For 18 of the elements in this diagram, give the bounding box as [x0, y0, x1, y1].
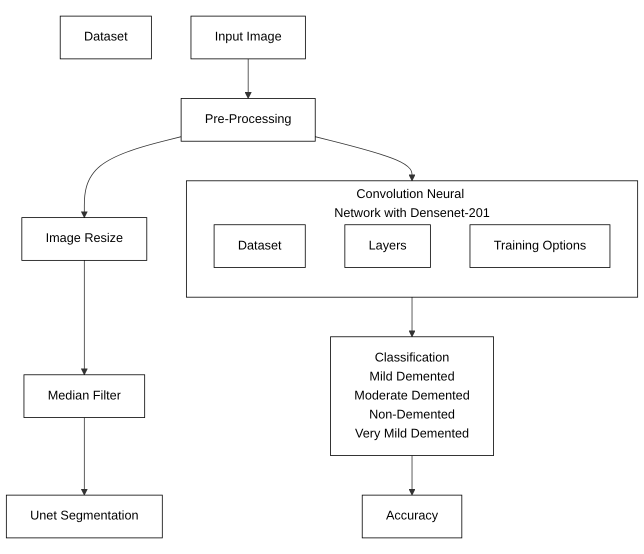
arrow: [80, 260, 88, 376]
node-box: Pre-Processing: [180, 98, 316, 142]
node-box: Median Filter: [24, 374, 146, 418]
node-box: Accuracy: [362, 494, 462, 538]
arrow: [80, 136, 182, 218]
arrow: [408, 455, 416, 496]
arrow: [80, 417, 88, 496]
node-box: Dataset: [214, 224, 306, 268]
node-box: Dataset: [60, 16, 152, 60]
node-box: Unet Segmentation: [6, 494, 163, 538]
node-box: Layers: [344, 224, 431, 268]
arrow: [314, 136, 416, 182]
node-box: Classification Mild Demented Moderate Demented Non-Demented Very Mild Demented: [330, 336, 494, 456]
node-box: Image Resize: [21, 217, 148, 261]
node-box: Training Options: [470, 224, 610, 268]
arrow: [244, 58, 252, 99]
arrow: [408, 296, 416, 338]
node-box: Input Image: [190, 16, 306, 60]
